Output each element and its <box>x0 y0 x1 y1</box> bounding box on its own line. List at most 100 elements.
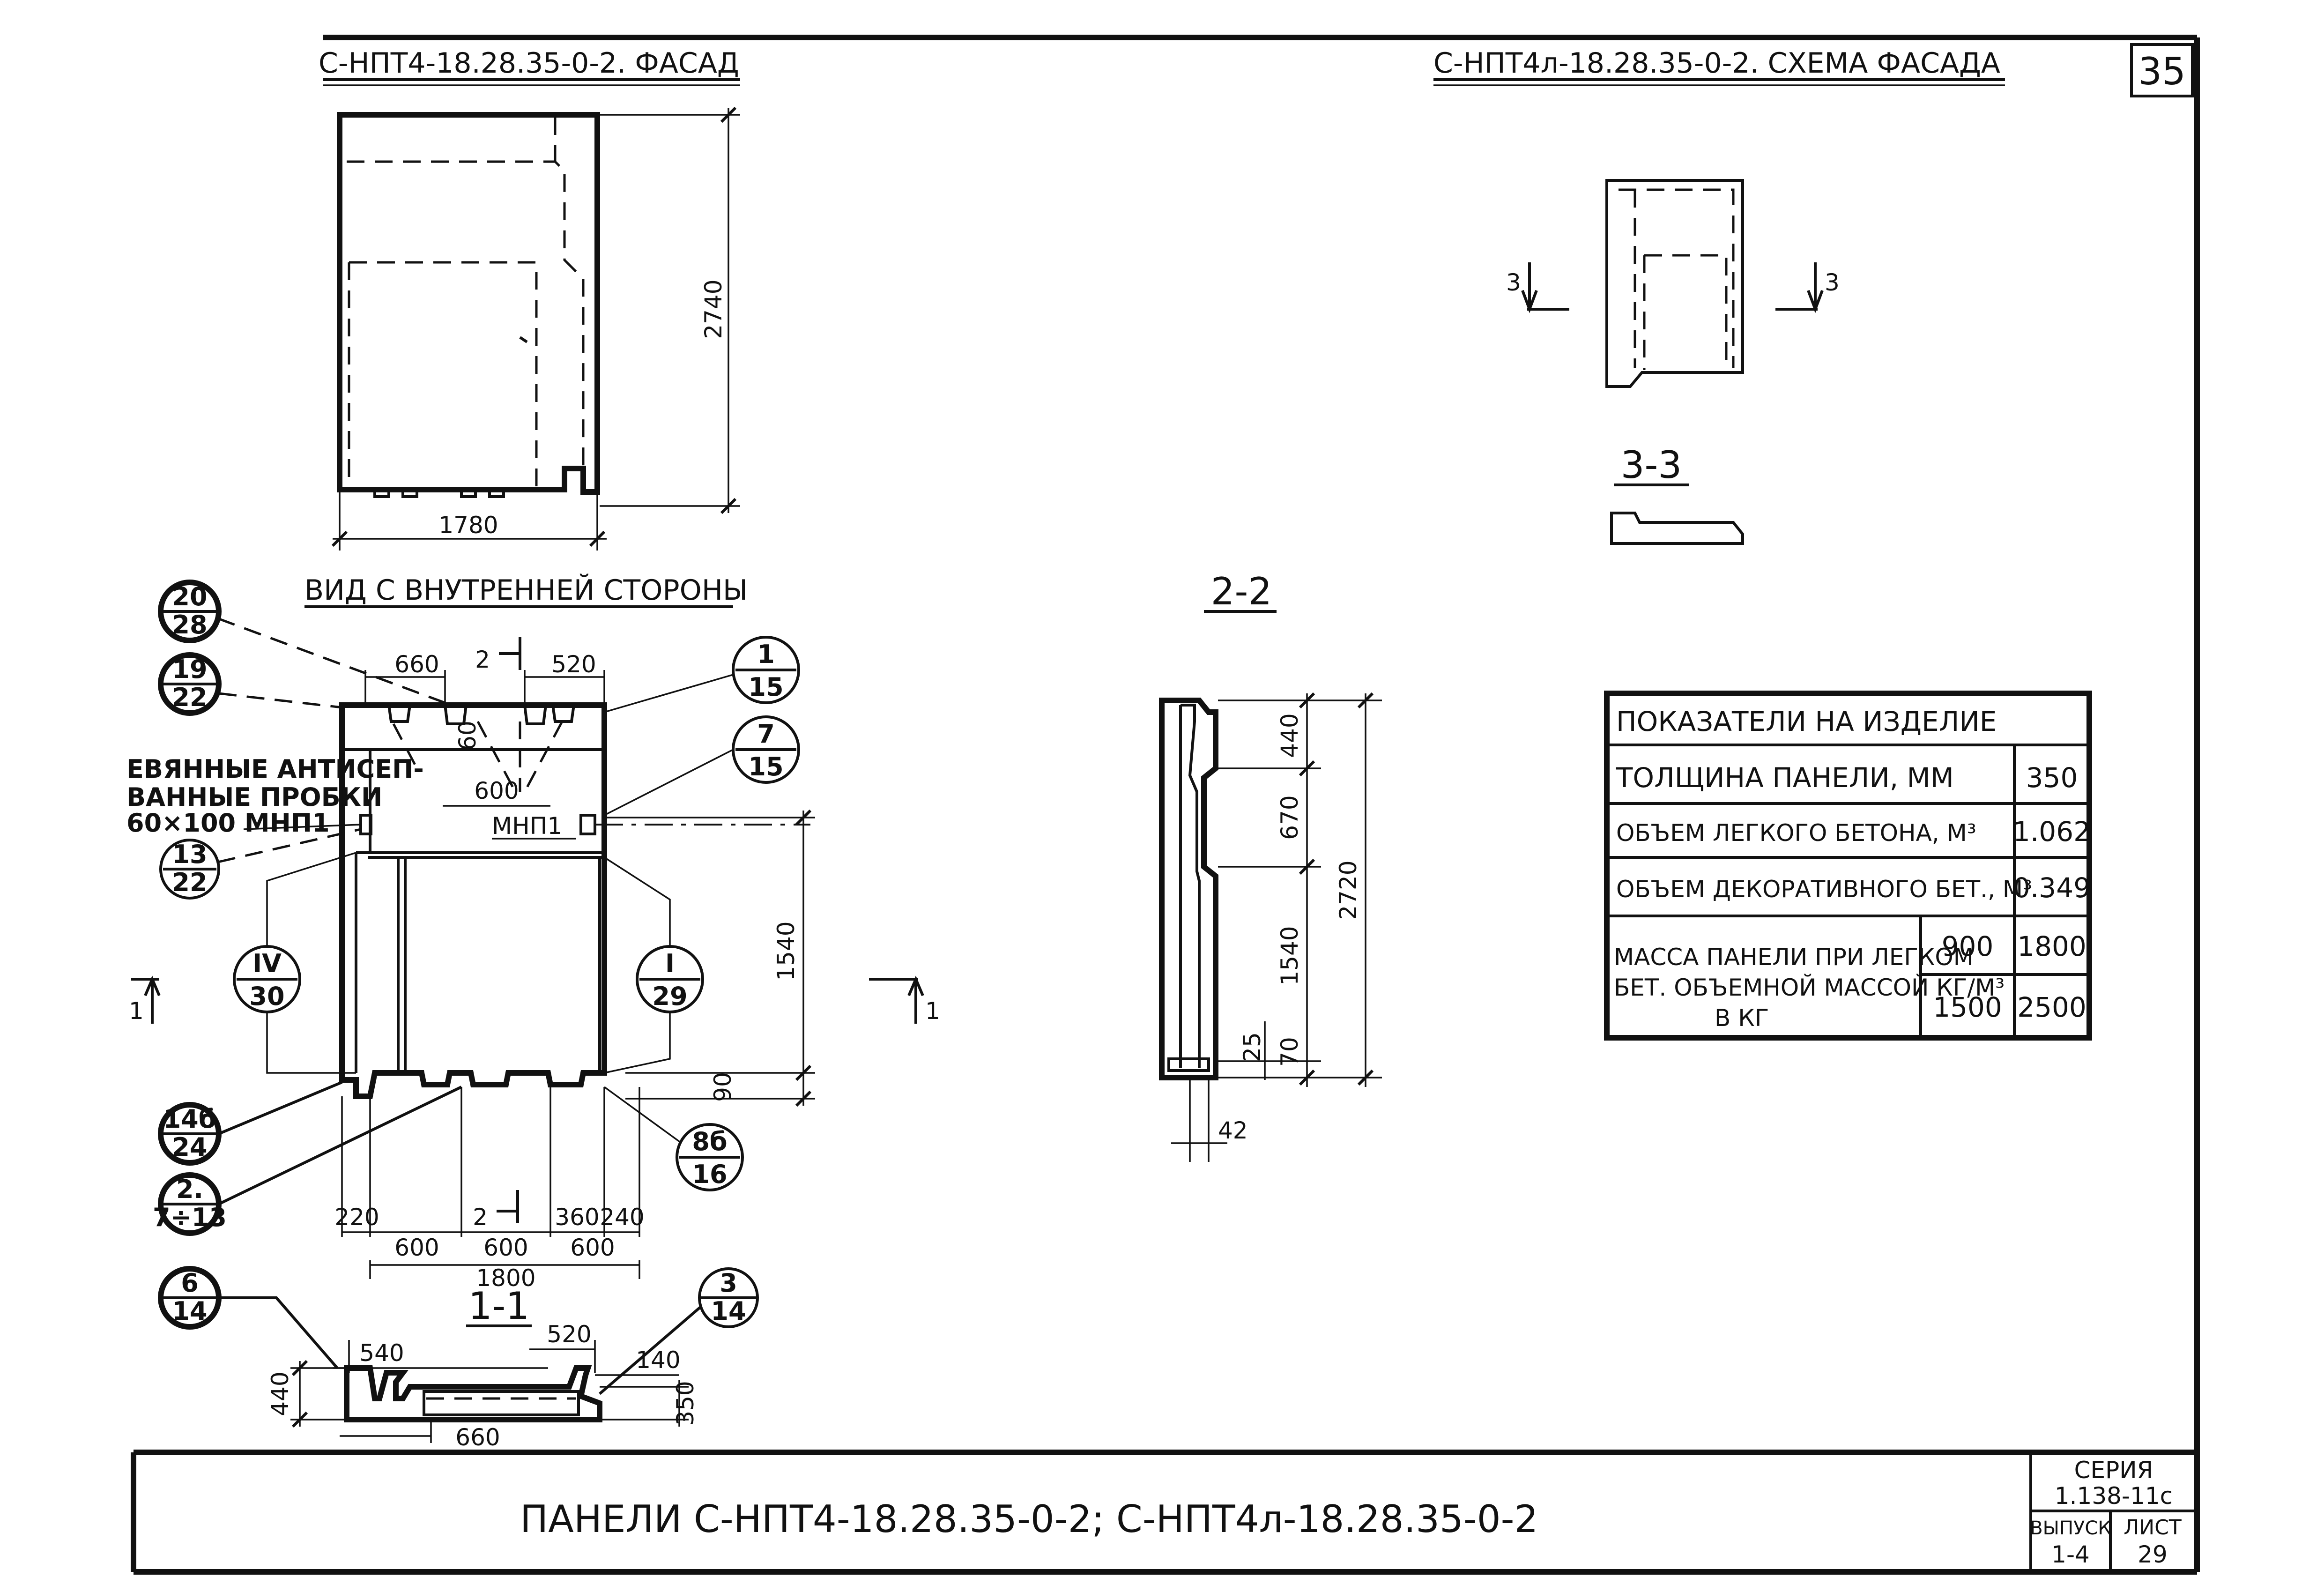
dim-360: 360 <box>555 1204 599 1231</box>
mass-value-2500: 2500 <box>2017 991 2086 1023</box>
mass-density-1500: 1500 <box>1933 991 2002 1023</box>
mass-label-line-1: МАССА ПАНЕЛИ ПРИ ЛЕГКОМ <box>1614 944 1974 971</box>
svg-text:14: 14 <box>172 1296 207 1326</box>
scheme-view: С-НПТ4л-18.28.35-0-2. СХЕМА ФАСАДА 3 3 3… <box>1433 47 2005 545</box>
svg-text:22: 22 <box>172 683 207 712</box>
svg-text:30: 30 <box>249 982 284 1011</box>
inner-view-note: ЕВЯННЫЕ АНТИСЕП- ВАННЫЕ ПРОБКИ 60×100 МН… <box>126 754 424 838</box>
svg-text:7: 7 <box>757 719 775 749</box>
indicator-decor-concrete-value: 0.349 <box>2013 872 2091 904</box>
inner-view: ВИД С ВНУТРЕННЕЙ СТОРОНЫ МНП1 ЕВЯННЫЕ АН… <box>126 573 940 1292</box>
sheet-value: 29 <box>2138 1541 2168 1568</box>
sheet-label: ЛИСТ <box>2124 1516 2182 1540</box>
svg-text:20: 20 <box>172 582 207 611</box>
dim-600-b: 600 <box>483 1234 528 1261</box>
svg-text:19: 19 <box>172 655 207 684</box>
dim-140: 140 <box>636 1346 680 1374</box>
dim-60: 60 <box>454 721 481 751</box>
dim-600-c: 600 <box>570 1234 615 1261</box>
svg-text:7÷13: 7÷13 <box>153 1203 227 1232</box>
dim-1540-section: 1540 <box>1276 926 1303 985</box>
section-3-3-title: 3-3 <box>1621 443 1682 487</box>
dim-2-bottom: 2 <box>473 1204 488 1231</box>
svg-text:ВАННЫЕ ПРОБКИ: ВАННЫЕ ПРОБКИ <box>126 782 382 812</box>
dim-520-section: 520 <box>547 1321 591 1348</box>
indicators-title: ПОКАЗАТЕЛИ НА ИЗДЕЛИЕ <box>1616 706 1997 737</box>
svg-text:15: 15 <box>748 752 783 781</box>
section-1-1-reinforcement <box>423 1390 580 1416</box>
section-2-2: 2-2 440 670 1540 25 70 2720 <box>1159 570 1382 1162</box>
facade-outline <box>337 112 600 495</box>
svg-text:1: 1 <box>757 640 775 669</box>
callout-6-14: 6 14 <box>158 1266 339 1369</box>
series-value: 1.138-11с <box>2055 1482 2173 1510</box>
section-1-1: 1-1 540 520 140 440 350 660 <box>158 1266 759 1451</box>
mass-value-1800: 1800 <box>2017 930 2086 962</box>
facade-title: С-НПТ4-18.28.35-0-2. ФАСАД <box>319 47 739 80</box>
section-1-1-title: 1-1 <box>468 1284 530 1328</box>
dim-440-section-2: 440 <box>1276 713 1303 758</box>
dim-70: 70 <box>1276 1037 1303 1067</box>
section-3-3-profile <box>1610 512 1744 545</box>
mass-density-900: 900 <box>1942 930 1994 962</box>
dim-2-top: 2 <box>475 646 490 673</box>
dim-520-top: 520 <box>551 651 596 678</box>
svg-text:22: 22 <box>172 868 207 897</box>
svg-text:IV: IV <box>252 949 282 978</box>
callout-2-7-13: 2. 7÷13 <box>153 1086 462 1236</box>
callout-13-22: 13 22 <box>159 828 361 900</box>
indicator-thickness-label: ТОЛЩИНА ПАНЕЛИ, ММ <box>1616 762 1954 794</box>
dim-25: 25 <box>1239 1032 1266 1062</box>
indicator-decor-concrete-label: ОБЪЕМ ДЕКОРАТИВНОГО БЕТ., М³ <box>1616 876 2032 903</box>
scheme-cut-left-label: 3 <box>1506 269 1521 296</box>
inner-view-top-recesses <box>387 705 575 725</box>
dim-42: 42 <box>1218 1117 1248 1144</box>
facade-width-label: 1780 <box>438 512 498 539</box>
svg-text:28: 28 <box>172 610 207 640</box>
scheme-cut-right-label: 3 <box>1825 269 1840 296</box>
svg-text:8б: 8б <box>692 1127 727 1156</box>
callout-14b-24: 14б 24 <box>158 1081 343 1166</box>
svg-text:3: 3 <box>720 1268 737 1298</box>
facade-height-dimension: 2740 <box>600 106 740 514</box>
inner-view-right-dimensions: 1540 90 <box>604 809 815 1107</box>
dim-670: 670 <box>1276 795 1303 840</box>
dim-2720: 2720 <box>1335 860 1362 920</box>
section-2-2-profile <box>1159 698 1218 1080</box>
facade-width-dimension: 1780 <box>331 492 607 550</box>
dim-540: 540 <box>359 1339 404 1367</box>
section-2-2-title: 2-2 <box>1211 570 1272 613</box>
svg-text:24: 24 <box>172 1132 207 1162</box>
callout-I-29: I 29 <box>604 856 704 1074</box>
scheme-cut-left: 3 <box>1506 262 1569 313</box>
indicator-light-concrete-label: ОБЪЕМ ЛЕГКОГО БЕТОНА, М³ <box>1616 819 1976 847</box>
scheme-cut-right: 3 <box>1775 262 1840 313</box>
dim-350: 350 <box>672 1381 699 1425</box>
cut-1-right-label: 1 <box>925 997 940 1025</box>
section-1-1-dimensions: 540 520 140 440 350 660 <box>267 1321 699 1451</box>
sheet-frame: 35 <box>131 35 2200 1575</box>
callout-7-15: 7 15 <box>604 715 800 816</box>
issue-value: 1-4 <box>2051 1541 2090 1568</box>
svg-text:29: 29 <box>652 982 687 1011</box>
inner-view-cut-right: 1 <box>869 975 940 1025</box>
indicators-table: ПОКАЗАТЕЛИ НА ИЗДЕЛИЕ ТОЛЩИНА ПАНЕЛИ, ММ… <box>1604 691 2092 1041</box>
callout-3-14: 3 14 <box>599 1267 759 1395</box>
svg-text:16: 16 <box>692 1160 727 1189</box>
inner-view-title: ВИД С ВНУТРЕННЕЙ СТОРОНЫ <box>304 573 748 607</box>
cut-1-left-label: 1 <box>129 997 144 1025</box>
svg-text:15: 15 <box>748 672 783 702</box>
inner-view-outline <box>339 702 607 1099</box>
svg-text:13: 13 <box>172 840 207 869</box>
series-label: СЕРИЯ <box>2074 1457 2153 1484</box>
title-block: ПАНЕЛИ С-НПТ4-18.28.35-0-2; С-НПТ4л-18.2… <box>520 1452 2197 1572</box>
svg-text:60×100 МНП1: 60×100 МНП1 <box>126 808 330 838</box>
dim-1540-right: 1540 <box>772 921 800 981</box>
drawing-title: ПАНЕЛИ С-НПТ4-18.28.35-0-2; С-НПТ4л-18.2… <box>520 1497 1538 1541</box>
dim-660-top: 660 <box>394 651 439 678</box>
section-2-2-dimensions: 440 670 1540 25 70 2720 42 <box>1171 692 1382 1162</box>
inner-view-cut-left: 1 <box>129 975 161 1025</box>
dim-600-top: 600 <box>474 777 519 804</box>
mass-label-line-2: БЕТ. ОБЪЕМНОЙ МАССОЙ КГ/М³ <box>1614 974 2005 1001</box>
